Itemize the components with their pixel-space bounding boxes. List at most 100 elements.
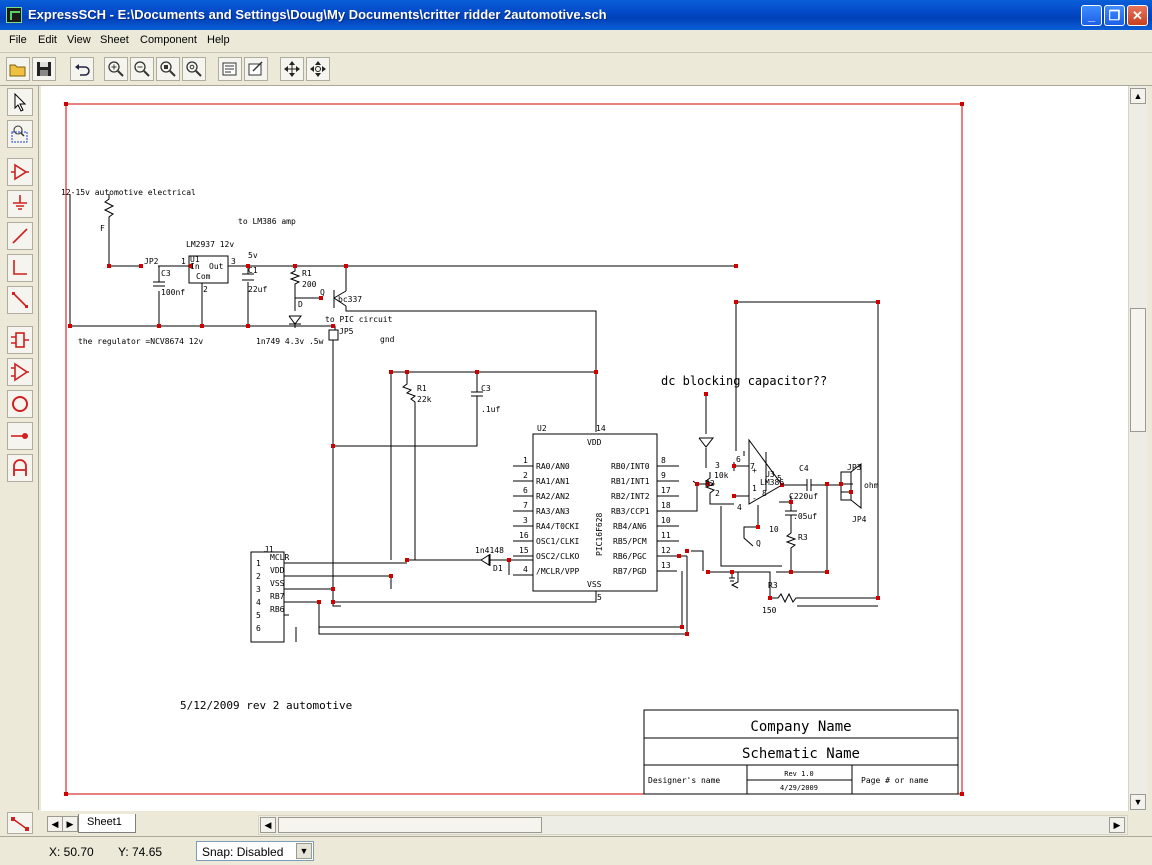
schematic-name: Schematic Name — [742, 746, 860, 762]
amplifier-tool[interactable] — [7, 358, 33, 386]
pic-left-signal: OSC2/CLKO — [536, 552, 580, 561]
bus-tool[interactable] — [7, 286, 33, 314]
diode1-label: 1n4148 — [475, 546, 504, 555]
ground-tool[interactable] — [7, 190, 33, 218]
scroll-up-button[interactable]: ▲ — [1130, 88, 1146, 104]
j1-pin: 6 — [256, 624, 261, 633]
connect-tool[interactable] — [7, 812, 33, 834]
revision-note: 5/12/2009 rev 2 automotive — [180, 699, 352, 712]
app-icon[interactable] — [6, 7, 22, 23]
amp-pin6: 6 — [736, 455, 741, 464]
tab-next-button[interactable]: ▶ — [62, 816, 78, 832]
pan-button[interactable] — [280, 57, 304, 81]
regulator-in: In — [190, 262, 200, 271]
scroll-left-button[interactable]: ◀ — [260, 817, 276, 833]
pic-right-pin: 13 — [661, 561, 671, 570]
pic-right-pin: 10 — [661, 516, 671, 525]
jp4-label: JP4 — [852, 515, 867, 524]
gnd-label: gnd — [380, 335, 395, 344]
regulator-com: Com — [196, 272, 211, 281]
menu-sheet[interactable]: Sheet — [100, 34, 129, 46]
pic-right-signal: RB3/CCP1 — [611, 507, 650, 516]
r1b-value: 22k — [417, 395, 432, 404]
c1-label: C1 — [248, 266, 258, 275]
j1-pin: 3 — [256, 585, 261, 594]
vertical-scrollbar[interactable]: ▲ ▼ — [1128, 86, 1147, 811]
ic-component-icon — [11, 332, 29, 348]
q-label: Q — [320, 288, 325, 297]
center-button[interactable] — [306, 57, 330, 81]
junction-nodes — [68, 264, 880, 636]
menu-file[interactable]: File — [9, 34, 27, 46]
scroll-right-button[interactable]: ▶ — [1109, 817, 1125, 833]
close-button[interactable]: ✕ — [1127, 5, 1148, 26]
snap-dropdown[interactable]: Snap: Disabled ▼ — [196, 841, 314, 861]
schematic-canvas[interactable]: 12-15v automotive electrical F to LM386 … — [41, 86, 1128, 811]
page-name: Page # or name — [861, 776, 929, 785]
title-block — [643, 709, 959, 795]
menu-component[interactable]: Component — [140, 34, 197, 46]
undo-button[interactable] — [70, 57, 94, 81]
restore-icon: ❐ — [1108, 8, 1121, 23]
pic-left-pin: 3 — [523, 516, 528, 525]
title-bar: ExpressSCH - E:\Documents and Settings\D… — [0, 0, 1152, 30]
menu-edit[interactable]: Edit — [38, 34, 57, 46]
tab-sheet1-label: Sheet1 — [87, 816, 122, 828]
amp-pin3: 3 — [715, 461, 720, 470]
sheet-settings-button[interactable] — [244, 57, 268, 81]
center-arrows-icon — [310, 61, 326, 77]
maximize-button[interactable]: ❐ — [1104, 5, 1125, 26]
r1b-label: R1 — [417, 384, 427, 393]
scroll-down-button[interactable]: ▼ — [1130, 794, 1146, 810]
zoom-fit-button[interactable] — [156, 57, 180, 81]
c3b-label: C3 — [481, 384, 491, 393]
wire-tool[interactable] — [7, 222, 33, 250]
zoom-out-button[interactable] — [130, 57, 154, 81]
buffer-tool[interactable] — [7, 158, 33, 186]
wire-icon — [12, 228, 28, 244]
j1-signal: VDD — [270, 566, 285, 575]
pic-right-pin: 18 — [661, 501, 671, 510]
zoom-page-button[interactable] — [182, 57, 206, 81]
menu-help[interactable]: Help — [207, 34, 230, 46]
sheet-border — [65, 103, 963, 795]
amp-pin1: 1 — [752, 484, 757, 493]
tab-prev-button[interactable]: ◀ — [47, 816, 63, 832]
component-toolbar — [0, 86, 39, 810]
properties-button[interactable] — [218, 57, 242, 81]
zoom-in-button[interactable] — [104, 57, 128, 81]
r2-value: 10k — [714, 471, 729, 480]
corner-wire-tool[interactable] — [7, 254, 33, 282]
r3a-value: 10 — [769, 525, 779, 534]
junction-tool[interactable] — [7, 422, 33, 450]
menu-view[interactable]: View — [67, 34, 91, 46]
pic-left-pin: 15 — [519, 546, 529, 555]
pic-left-signal: RA1/AN1 — [536, 477, 570, 486]
c3-label: C3 — [161, 269, 171, 278]
vertical-scroll-thumb[interactable] — [1130, 308, 1146, 432]
tab-sheet1[interactable]: Sheet1 — [78, 814, 136, 833]
horizontal-scroll-thumb[interactable] — [278, 817, 542, 833]
pic-right-pin: 9 — [661, 471, 666, 480]
r3b-value: 150 — [762, 606, 777, 615]
to-amp-label: to LM386 amp — [238, 217, 296, 226]
y-coordinate: Y: 74.65 — [118, 845, 163, 859]
ground-icon — [13, 195, 27, 210]
save-button[interactable] — [32, 57, 56, 81]
circle-tool[interactable] — [7, 390, 33, 418]
horizontal-scrollbar[interactable]: ◀ ▶ — [258, 815, 1128, 835]
chevron-down-icon[interactable]: ▼ — [296, 843, 312, 859]
date: 4/29/2009 — [780, 784, 818, 792]
component-tool[interactable] — [7, 326, 33, 354]
regulator-u: U1 — [190, 255, 200, 264]
zoom-area-tool[interactable] — [7, 120, 33, 148]
regulator-note: the regulator =NCV8674 12v — [78, 337, 203, 346]
text-tool[interactable] — [7, 454, 33, 482]
designer-name: Designer's name — [648, 776, 720, 785]
pic-left-signal: OSC1/CLKI — [536, 537, 580, 546]
open-button[interactable] — [6, 57, 30, 81]
r2-label: R2 — [705, 479, 715, 488]
pic-left-signal: RA4/T0CKI — [536, 522, 580, 531]
minimize-button[interactable]: _ — [1081, 5, 1102, 26]
select-tool[interactable] — [7, 88, 33, 116]
